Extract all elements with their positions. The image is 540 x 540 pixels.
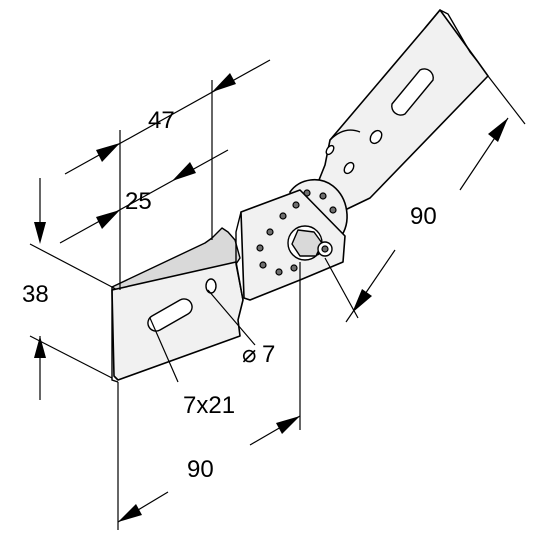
nut-hex: [291, 229, 323, 257]
label-25: 25: [125, 188, 152, 215]
right-arm-slot: [391, 68, 434, 116]
square-hole-7: [292, 201, 300, 209]
dim-38-arrow-bottom: [34, 336, 46, 358]
dim-90-right: [324, 75, 526, 323]
label-38: 38: [22, 281, 49, 308]
dim-38: [29, 178, 113, 400]
right-arm-hole-1: [369, 129, 383, 145]
left-arm-hole: [205, 278, 217, 294]
dim-25: [59, 149, 229, 244]
dim-90r-ext-bottom: [324, 257, 359, 319]
pivot-hole-3: [329, 206, 337, 214]
right-arm-hole-3: [325, 144, 335, 156]
square-hole-2: [256, 244, 264, 252]
dim-90b-arrow-right: [276, 416, 300, 434]
dim-90-bottom: [117, 262, 301, 530]
left-arm-slot: [147, 298, 193, 332]
square-hole-6: [279, 212, 287, 220]
label-90-right: 90: [410, 203, 437, 230]
pivot-hole-2: [319, 192, 327, 200]
dim-25-arrow-right: [172, 162, 196, 181]
bolt-center: [321, 245, 329, 253]
right-arm-hole-2: [343, 161, 355, 175]
dim-90r-arrow-top: [488, 118, 508, 142]
dim-47-arrow-right: [212, 73, 236, 92]
dim-90b-arrow-left: [118, 504, 142, 522]
center-plate-fold: [235, 211, 244, 301]
right-arm: [314, 9, 489, 211]
label-7x21: 7x21: [183, 392, 235, 419]
dim-90r-arrow-bottom: [352, 289, 372, 313]
dim-38-ext-bottom: [29, 335, 113, 379]
dim-47-arrow-left: [96, 143, 120, 162]
square-hole-4: [275, 268, 283, 276]
label-90-bottom: 90: [187, 456, 214, 483]
label-47: 47: [148, 107, 175, 134]
dim-25-line: [59, 149, 229, 244]
left-arm-lip: [111, 287, 119, 383]
label-diameter-7: 7: [262, 341, 275, 368]
dim-90r-ext-top: [487, 75, 526, 125]
dim-38-arrow-top: [34, 222, 46, 244]
square-hole-1: [266, 228, 274, 236]
dim-25-arrow-left: [96, 210, 120, 229]
dim-38-ext-top: [29, 243, 113, 288]
leader-7x21: [149, 317, 179, 383]
label-diameter-symbol: ⌀: [242, 341, 256, 368]
square-hole-5: [290, 264, 298, 272]
right-arm-fold: [424, 9, 479, 63]
right-arm-notch: [329, 129, 361, 141]
leader-diameter-7: [207, 289, 256, 346]
square-hole-3: [259, 261, 267, 269]
left-arm: [111, 189, 346, 383]
bolt-nut: [287, 225, 333, 261]
